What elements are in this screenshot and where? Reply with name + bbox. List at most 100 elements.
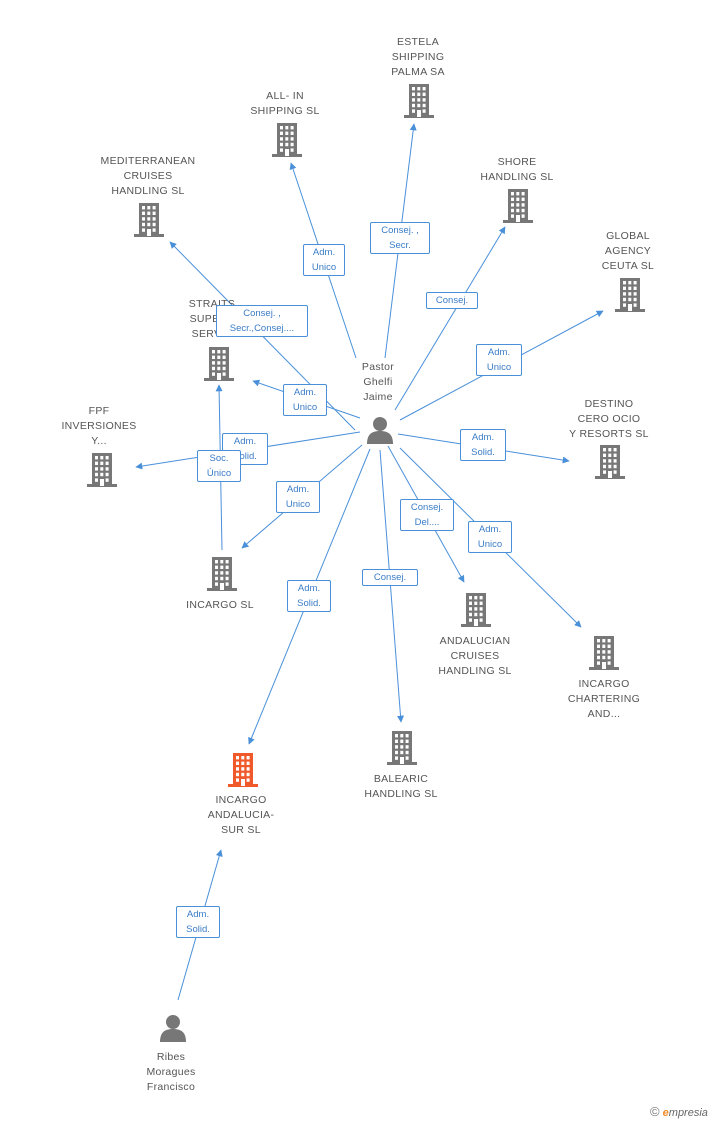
- edge-label-line: Adm.: [478, 524, 502, 535]
- edge-label-incargo-straits[interactable]: Soc.Único: [197, 450, 241, 482]
- building-icon-incargo[interactable]: [207, 557, 237, 596]
- node-label-incargo[interactable]: INCARGO SL: [160, 598, 280, 613]
- node-label-line: Jaime: [363, 391, 393, 403]
- node-label-line: Moragues: [146, 1066, 196, 1078]
- edge-label-line: Adm.: [186, 909, 210, 920]
- building-icon-global[interactable]: [615, 278, 645, 317]
- edge-label-line: Consej.: [435, 294, 469, 306]
- node-label-line: Pastor: [361, 361, 395, 373]
- node-label-line: DESTINO: [584, 398, 634, 410]
- node-label-line: AGENCY: [604, 245, 652, 257]
- node-label-line: CRUISES: [123, 170, 173, 182]
- node-label-line: FPF: [88, 405, 110, 417]
- edge-label-pastor-estela[interactable]: Consej. , Secr.: [370, 222, 430, 254]
- edge-label-line: Unico: [285, 499, 311, 510]
- person-icon-ribes[interactable]: [159, 1014, 187, 1047]
- edge-label-line: Solid.: [471, 447, 495, 458]
- copyright-symbol: ©: [650, 1104, 660, 1119]
- edge-label-pastor-incargo[interactable]: Adm. Unico: [276, 481, 320, 513]
- edge-label-line: Adm.: [297, 583, 321, 594]
- node-label-line: Francisco: [146, 1081, 196, 1093]
- node-label-line: PALMA SA: [391, 66, 445, 78]
- node-label-line: AND...: [587, 708, 621, 720]
- edge-label-pastor-global[interactable]: Adm.Unico: [476, 344, 522, 376]
- building-icon-straits[interactable]: [204, 347, 234, 386]
- edge-label-pastor-shore[interactable]: Consej.: [426, 291, 478, 309]
- edge-label-line: Consej.: [410, 502, 444, 513]
- building-icon-sur[interactable]: [228, 753, 258, 792]
- edge-label-line: Secr.,Consej....: [229, 323, 295, 334]
- edge-label-line: Adm.: [293, 387, 317, 398]
- node-label-line: SHORE: [497, 156, 537, 168]
- node-label-line: ANDALUCIA-: [207, 809, 275, 821]
- edge-label-line: Secr.: [389, 240, 411, 251]
- node-label-line: CHARTERING: [567, 693, 641, 705]
- building-icon-fpf[interactable]: [87, 453, 117, 492]
- node-label-balearic[interactable]: BALEARIC HANDLING SL: [341, 772, 461, 802]
- building-icon-shore[interactable]: [503, 189, 533, 228]
- edge-label-line: Unico: [311, 262, 337, 273]
- edge-label-pastor-andalucian[interactable]: Consej. Del....: [400, 499, 454, 531]
- person-icon-pastor[interactable]: [366, 416, 394, 449]
- node-label-line: Ribes: [156, 1051, 186, 1063]
- edge-label-line: Adm.: [286, 484, 310, 495]
- edge-pastor-balearic: [379, 449, 405, 723]
- building-icon-chartering[interactable]: [589, 636, 619, 675]
- building-icon-balearic[interactable]: [387, 731, 417, 770]
- edge-pastor-shore: [394, 226, 506, 411]
- node-label-line: CRUISES: [450, 650, 500, 662]
- edge-label-line: Solid.: [297, 598, 321, 609]
- node-label-line: Ghelfi: [363, 376, 393, 388]
- edge-label-pastor-sur[interactable]: Adm. Solid.: [287, 580, 331, 612]
- edge-label-line: Del....: [414, 517, 440, 528]
- edge-label-line: Adm.: [471, 432, 495, 443]
- node-label-line: CEUTA SL: [601, 260, 655, 272]
- edge-label-pastor-allin[interactable]: Adm.Unico: [303, 244, 345, 276]
- building-icon-destino[interactable]: [595, 445, 625, 484]
- edge-label-line: Solid.: [233, 451, 257, 462]
- node-label-shore[interactable]: SHORE HANDLING SL: [457, 155, 577, 185]
- brand-initial: e: [662, 1107, 669, 1119]
- node-label-global[interactable]: GLOBAL AGENCY CEUTA SL: [568, 229, 688, 274]
- node-label-line: ESTELA: [396, 36, 440, 48]
- edge-label-pastor-balearic[interactable]: Consej.: [362, 568, 418, 586]
- node-label-line: ANDALUCIAN: [439, 635, 511, 647]
- empresia-logo[interactable]: © empresia: [650, 1104, 708, 1119]
- edge-label-line: Unico: [477, 539, 503, 550]
- edge-label-pastor-destino[interactable]: Adm. Solid.: [460, 429, 506, 461]
- building-icon-estela[interactable]: [404, 84, 434, 123]
- node-label-sur[interactable]: INCARGO ANDALUCIA- SUR SL: [181, 793, 301, 838]
- brand-name: mpresia: [668, 1107, 708, 1119]
- node-label-line: SUR SL: [221, 824, 261, 836]
- node-label-line: HANDLING SL: [480, 171, 554, 183]
- edge-label-line: Consej. ,: [381, 225, 419, 236]
- edge-label-line: Soc.: [209, 453, 229, 464]
- edge-label-pastor-medcruises[interactable]: Consej. ,Secr.,Consej....: [216, 305, 308, 337]
- edge-label-line: Solid.: [186, 924, 210, 935]
- node-label-line: INVERSIONES: [61, 420, 137, 432]
- building-icon-allin[interactable]: [272, 123, 302, 162]
- building-icon-andalucian[interactable]: [461, 593, 491, 632]
- edge-label-pastor-straits[interactable]: Adm.Unico: [283, 384, 327, 416]
- node-label-line: INCARGO: [215, 794, 267, 806]
- edge-label-line: Adm.: [233, 436, 257, 447]
- node-label-line: HANDLING SL: [364, 788, 438, 800]
- building-icon-medcruises[interactable]: [134, 203, 164, 242]
- edge-label-ribes-sur[interactable]: Adm. Solid.: [176, 906, 220, 938]
- node-label-line: CERO OCIO: [577, 413, 641, 425]
- node-label-line: HANDLING SL: [111, 185, 185, 197]
- edge-label-pastor-chartering[interactable]: Adm. Unico: [468, 521, 512, 553]
- node-label-line: BALEARIC: [373, 773, 429, 785]
- edge-label-line: Unico: [486, 362, 512, 373]
- node-label-line: GLOBAL: [606, 230, 650, 242]
